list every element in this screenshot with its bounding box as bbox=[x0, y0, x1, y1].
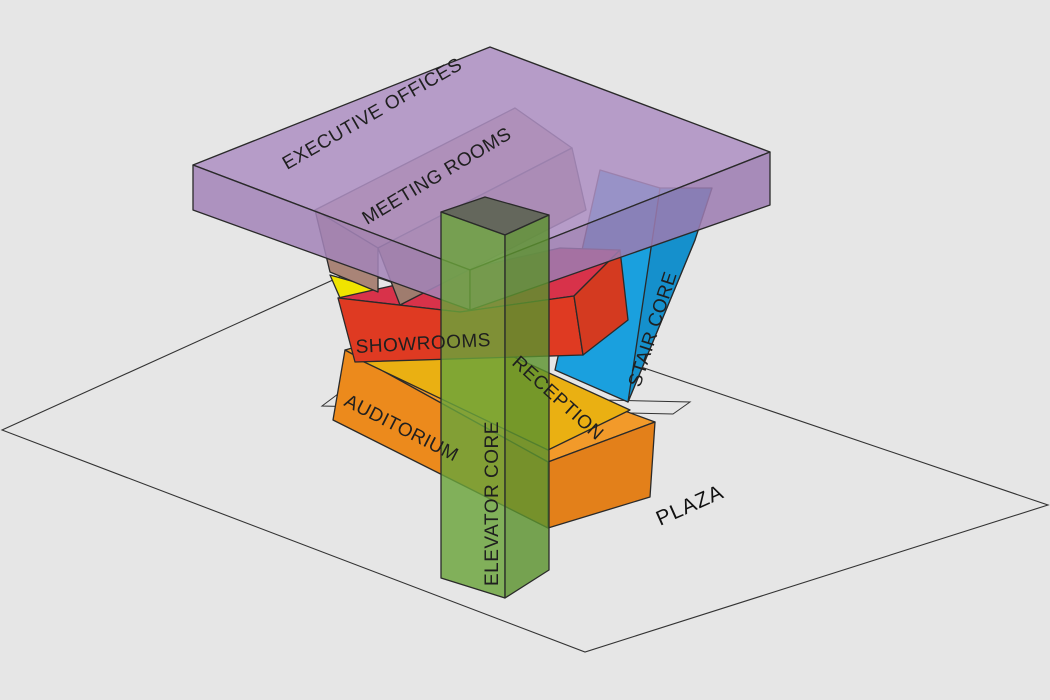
plaza-outline bbox=[0, 269, 1050, 653]
elevator-core-volume bbox=[440, 196, 550, 599]
elevator-core-side bbox=[504, 214, 550, 599]
showrooms-side bbox=[573, 249, 629, 356]
elevator-core-label: ELEVATOR CORE bbox=[482, 421, 503, 586]
plaza-label: PLAZA bbox=[653, 480, 728, 530]
